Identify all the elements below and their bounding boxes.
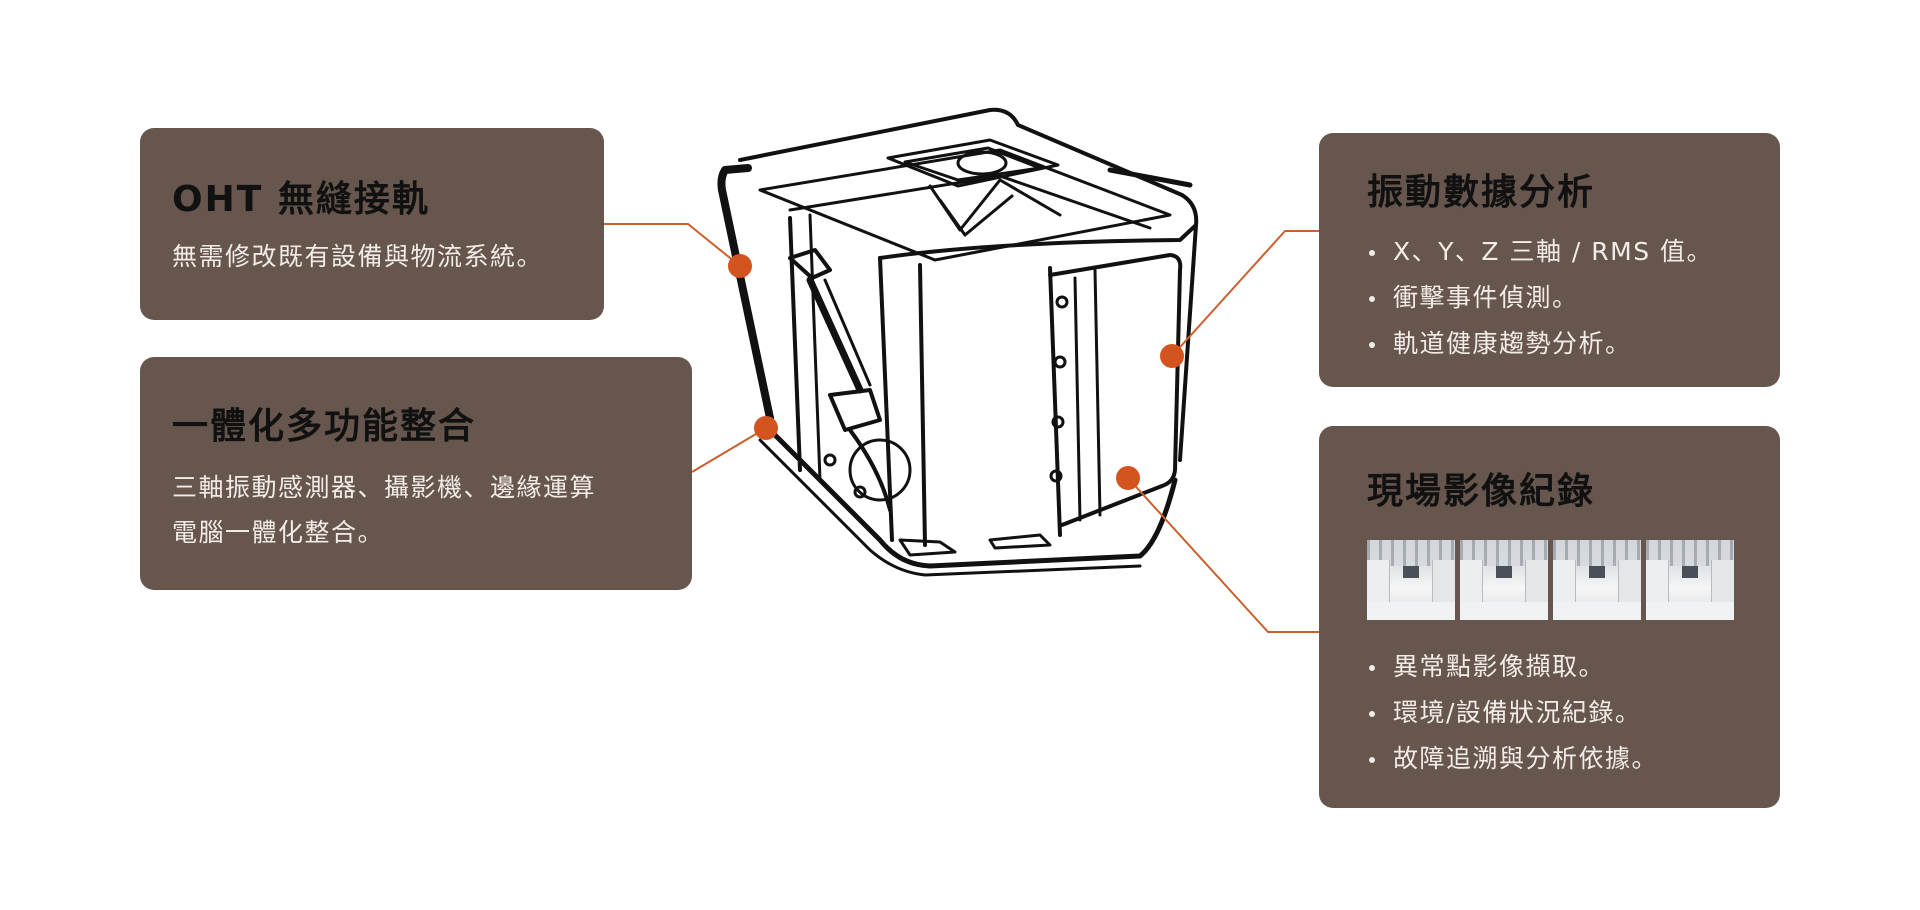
- video-bullet: 故障追溯與分析依據。: [1367, 736, 1780, 782]
- video-bullet: 環境/設備狀況紀錄。: [1367, 690, 1780, 736]
- callout-line-vibration: [1171, 230, 1319, 357]
- vibration-card-title: 振動數據分析: [1367, 172, 1596, 213]
- cleanroom-photo-thumbnail: [1367, 540, 1455, 620]
- vibration-bullet-list: X、Y、Z 三軸 / RMS 值。 衝擊事件偵測。 軌道健康趨勢分析。: [1367, 229, 1780, 367]
- vibration-analysis-card: 振動數據分析 X、Y、Z 三軸 / RMS 值。 衝擊事件偵測。 軌道健康趨勢分…: [1319, 133, 1780, 387]
- oht-seamless-card: OHT 無縫接軌 無需修改既有設備與物流系統。: [140, 128, 604, 320]
- cleanroom-photo-thumbnail: [1646, 540, 1734, 620]
- callout-line-integration: [691, 427, 767, 473]
- oht-card-text: 無需修改既有設備與物流系統。: [172, 242, 544, 271]
- oht-card-title: OHT 無縫接軌: [172, 179, 430, 220]
- callout-dots: [728, 254, 1184, 490]
- integration-card: 一體化多功能整合 三軸振動感測器、攝影機、邊緣運算 電腦一體化整合。: [140, 357, 692, 590]
- video-bullet: 異常點影像擷取。: [1367, 644, 1780, 690]
- cleanroom-thumbnail-strip: [1367, 540, 1780, 620]
- video-bullet-list: 異常點影像擷取。 環境/設備狀況紀錄。 故障追溯與分析依據。: [1367, 644, 1780, 782]
- callout-dot-oht: [728, 254, 752, 278]
- integration-card-title: 一體化多功能整合: [172, 406, 477, 447]
- video-record-card: 現場影像紀錄 異常點影像擷取。 環境/設備狀況紀錄。 故障追溯與分析依據。: [1319, 426, 1780, 808]
- callout-line-video: [1127, 477, 1319, 633]
- vibration-bullet: 衝擊事件偵測。: [1367, 275, 1780, 321]
- callout-dot-video: [1116, 466, 1140, 490]
- cleanroom-photo-thumbnail: [1460, 540, 1548, 620]
- cleanroom-photo-thumbnail: [1553, 540, 1641, 620]
- video-card-title: 現場影像紀錄: [1367, 471, 1596, 512]
- callout-lines: [604, 223, 1319, 633]
- integration-card-line2: 電腦一體化整合。: [172, 518, 385, 547]
- callout-dot-integration: [754, 416, 778, 440]
- vibration-bullet: 軌道健康趨勢分析。: [1367, 321, 1780, 367]
- callout-line-oht: [604, 223, 741, 267]
- oht-device-icon: [717, 107, 1199, 577]
- callout-dot-vibration: [1160, 344, 1184, 368]
- integration-card-line1: 三軸振動感測器、攝影機、邊緣運算: [172, 473, 597, 502]
- vibration-bullet: X、Y、Z 三軸 / RMS 值。: [1367, 229, 1780, 275]
